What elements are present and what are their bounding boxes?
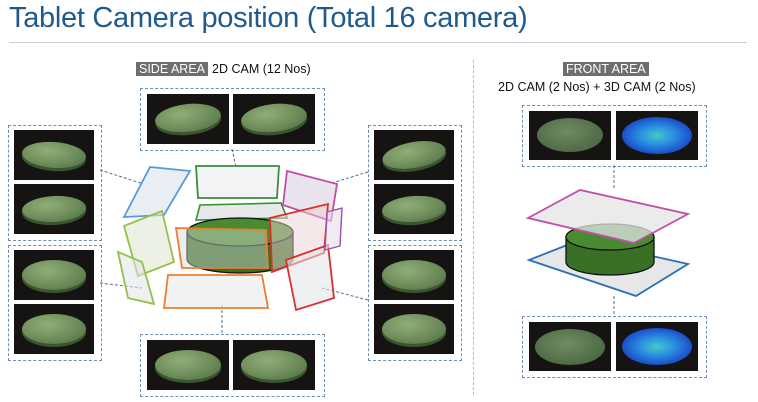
camera-image (233, 340, 315, 390)
front-camera-plane-top (525, 189, 691, 244)
camera-group-top (140, 88, 325, 151)
camera-group-right-lower (368, 245, 462, 361)
camera-image (374, 250, 454, 300)
connector-line (321, 287, 369, 301)
camera-image (374, 130, 454, 180)
side-area-label: SIDE AREA 2D CAM (12 Nos) (136, 62, 311, 76)
camera-group-front-top (522, 105, 707, 167)
camera-image-2d (529, 322, 611, 371)
side-area-desc: 2D CAM (12 Nos) (212, 62, 311, 76)
front-area-desc: 2D CAM (2 Nos) + 3D CAM (2 Nos) (498, 80, 696, 94)
camera-image (374, 184, 454, 234)
camera-image (147, 94, 229, 144)
camera-image (14, 304, 94, 354)
camera-group-left-lower (8, 245, 102, 361)
section-divider (473, 60, 474, 395)
camera-group-front-bottom (522, 316, 707, 378)
camera-image (14, 184, 94, 234)
camera-image (374, 304, 454, 354)
title-underline (9, 42, 747, 43)
camera-image (147, 340, 229, 390)
camera-group-right-upper (368, 125, 462, 241)
camera-image-2d (529, 111, 611, 160)
camera-frame-left-lower (116, 250, 156, 306)
camera-frame-right-edge (324, 207, 343, 251)
camera-frame-bottom-front (162, 274, 270, 309)
page-title: Tablet Camera position (Total 16 camera) (9, 2, 528, 34)
camera-group-left-upper (8, 125, 102, 241)
camera-image (14, 250, 94, 300)
side-area-tag: SIDE AREA (136, 62, 208, 76)
camera-frame-center-front (174, 227, 269, 269)
camera-frame-top-back (195, 165, 280, 199)
connector-line (99, 169, 151, 187)
camera-group-bottom (140, 334, 325, 397)
front-area-tag: FRONT AREA (563, 62, 649, 76)
camera-frame-right-lower (284, 243, 335, 312)
camera-image-3d (616, 111, 698, 160)
camera-image (233, 94, 315, 144)
camera-image (14, 130, 94, 180)
front-area-label: FRONT AREA (563, 62, 653, 76)
camera-image-3d (616, 322, 698, 371)
connector-line (231, 148, 238, 173)
camera-frame-left-back (122, 166, 192, 218)
